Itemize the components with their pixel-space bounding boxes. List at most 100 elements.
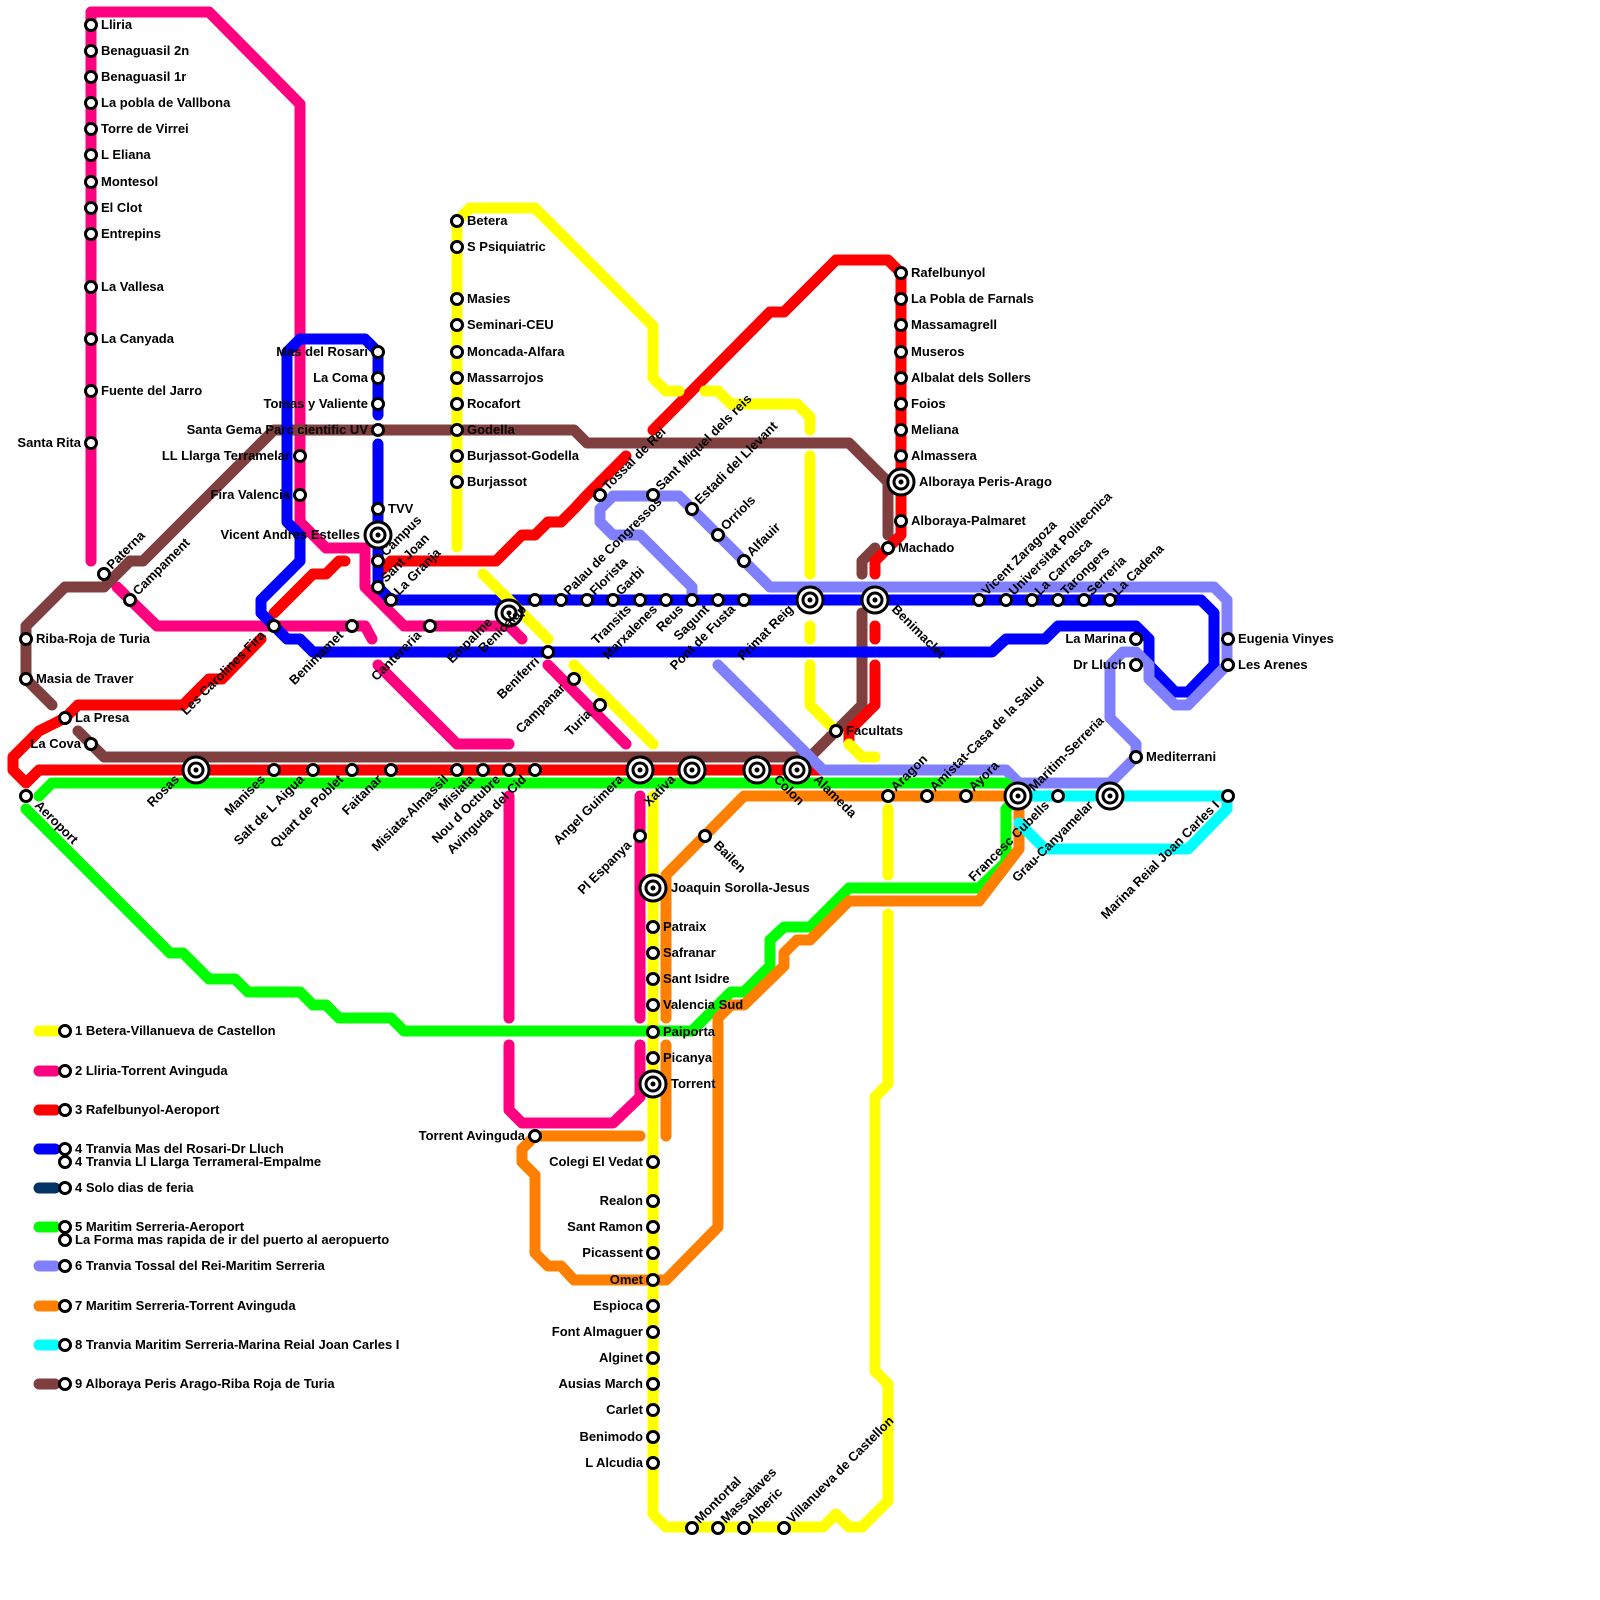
station-massarrojos[interactable] xyxy=(450,371,464,385)
station-alboraya_peris[interactable] xyxy=(886,467,916,497)
station-faitanar[interactable] xyxy=(384,763,398,777)
station-avinguda_cid[interactable] xyxy=(528,763,542,777)
station-leliana[interactable] xyxy=(84,148,98,162)
station-patraix[interactable] xyxy=(646,920,660,934)
station-carlet[interactable] xyxy=(646,1403,660,1417)
station-la_cadena[interactable] xyxy=(1103,593,1117,607)
station-valencia_sud[interactable] xyxy=(646,998,660,1012)
station-espioca[interactable] xyxy=(646,1299,660,1313)
station-torre_virrei[interactable] xyxy=(84,122,98,136)
station-aeroport[interactable] xyxy=(19,789,33,803)
station-la_marina[interactable] xyxy=(1129,632,1143,646)
station-moncada[interactable] xyxy=(450,345,464,359)
station-eugenia_vinyes[interactable] xyxy=(1221,632,1235,646)
station-fira_valencia[interactable] xyxy=(293,488,307,502)
station-sant_miquel[interactable] xyxy=(646,488,660,502)
station-paiporta[interactable] xyxy=(646,1025,660,1039)
station-godella[interactable] xyxy=(450,423,464,437)
station-misiata[interactable] xyxy=(476,763,490,777)
station-reus[interactable] xyxy=(685,593,699,607)
station-benaguasil1[interactable] xyxy=(84,70,98,84)
station-picassent[interactable] xyxy=(646,1246,660,1260)
station-santa_rita[interactable] xyxy=(84,436,98,450)
station-la_granja[interactable] xyxy=(384,593,398,607)
station-massalaves[interactable] xyxy=(711,1521,725,1535)
station-riba_roja[interactable] xyxy=(19,632,33,646)
station-meliana[interactable] xyxy=(894,423,908,437)
station-benimaclet[interactable] xyxy=(860,585,890,615)
station-primat_reig[interactable] xyxy=(795,585,825,615)
station-alberic[interactable] xyxy=(737,1521,751,1535)
station-palau_congressos[interactable] xyxy=(554,593,568,607)
station-pont_fusta[interactable] xyxy=(737,593,751,607)
station-s_psiquiatric[interactable] xyxy=(450,240,464,254)
station-angel_guimera[interactable] xyxy=(625,755,655,785)
station-alboraya_palmaret[interactable] xyxy=(894,514,908,528)
station-paterna[interactable] xyxy=(97,567,111,581)
station-sagunt[interactable] xyxy=(711,593,725,607)
station-machado[interactable] xyxy=(881,541,895,555)
station-nou_octubre[interactable] xyxy=(502,763,516,777)
station-la_carrasca[interactable] xyxy=(1025,593,1039,607)
station-campament[interactable] xyxy=(123,593,137,607)
station-albalat[interactable] xyxy=(894,371,908,385)
station-les_arenes[interactable] xyxy=(1221,658,1235,672)
station-massamagrell[interactable] xyxy=(894,318,908,332)
station-montesol[interactable] xyxy=(84,175,98,189)
station-xativa[interactable] xyxy=(677,755,707,785)
station-ayora[interactable] xyxy=(959,789,973,803)
station-transits[interactable] xyxy=(633,593,647,607)
station-alginet[interactable] xyxy=(646,1351,660,1365)
station-safranar[interactable] xyxy=(646,946,660,960)
station-la_presa[interactable] xyxy=(58,711,72,725)
station-almassera[interactable] xyxy=(894,449,908,463)
station-benaguasil2[interactable] xyxy=(84,44,98,58)
station-montortal[interactable] xyxy=(685,1521,699,1535)
station-upv[interactable] xyxy=(999,593,1013,607)
station-amistat[interactable] xyxy=(920,789,934,803)
station-maritim_serreria[interactable] xyxy=(1003,781,1033,811)
station-santa_gema[interactable] xyxy=(371,423,385,437)
station-tomas_valiente[interactable] xyxy=(371,397,385,411)
station-font_almaguer[interactable] xyxy=(646,1325,660,1339)
station-campanar[interactable] xyxy=(567,672,581,686)
station-masies[interactable] xyxy=(450,292,464,306)
station-ll_llarga[interactable] xyxy=(293,449,307,463)
station-ausias_march[interactable] xyxy=(646,1377,660,1391)
station-dr_lluch[interactable] xyxy=(1129,658,1143,672)
station-turia[interactable] xyxy=(593,698,607,712)
station-manises[interactable] xyxy=(267,763,281,777)
station-torrent_avinguda[interactable] xyxy=(528,1129,542,1143)
station-garbi[interactable] xyxy=(606,593,620,607)
station-elclot[interactable] xyxy=(84,201,98,215)
station-tvv[interactable] xyxy=(371,502,385,516)
station-burjassot[interactable] xyxy=(450,475,464,489)
station-la_coma[interactable] xyxy=(371,371,385,385)
station-benimodo[interactable] xyxy=(646,1430,660,1444)
station-realon[interactable] xyxy=(646,1194,660,1208)
station-burjassot_godella[interactable] xyxy=(450,449,464,463)
station-cantereria[interactable] xyxy=(423,619,437,633)
station-carolines[interactable] xyxy=(267,619,281,633)
station-colon[interactable] xyxy=(742,755,772,785)
station-rocafort[interactable] xyxy=(450,397,464,411)
station-pobla_farnals[interactable] xyxy=(894,292,908,306)
station-masia_traver[interactable] xyxy=(19,672,33,686)
station-colegi_vedat[interactable] xyxy=(646,1155,660,1169)
station-sant_isidre[interactable] xyxy=(646,972,660,986)
station-foios[interactable] xyxy=(894,397,908,411)
station-alfauir[interactable] xyxy=(737,554,751,568)
station-grau_canyamelar[interactable] xyxy=(1095,781,1125,811)
station-la_cova[interactable] xyxy=(84,737,98,751)
station-entrepins[interactable] xyxy=(84,227,98,241)
station-benimamet[interactable] xyxy=(345,619,359,633)
station-bailen[interactable] xyxy=(698,829,712,843)
station-campus[interactable] xyxy=(371,554,385,568)
station-facultats[interactable] xyxy=(829,724,843,738)
station-seminari[interactable] xyxy=(450,318,464,332)
station-aragon[interactable] xyxy=(881,789,895,803)
station-picanya[interactable] xyxy=(646,1051,660,1065)
station-sant_ramon[interactable] xyxy=(646,1220,660,1234)
station-tarongers[interactable] xyxy=(1051,593,1065,607)
station-rosas[interactable] xyxy=(181,755,211,785)
